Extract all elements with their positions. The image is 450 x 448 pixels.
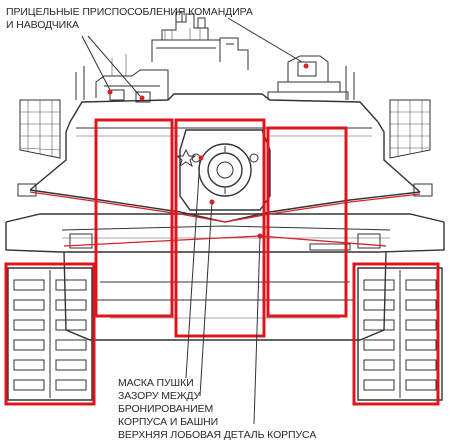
highlight-gun-mantlet-column: [174, 118, 266, 338]
highlight-right-turret-cheek: [266, 126, 348, 318]
armor-highlight-boxes: [4, 118, 440, 406]
callout-leaders: [81, 17, 309, 425]
leader-upper-glacis: [253, 235, 261, 425]
leader-gap: [199, 201, 213, 397]
label-sights-line1: ПРИЦЕЛЬНЫЕ ПРИСПОСОБЛЕНИЯ КОМАНДИРА: [6, 6, 253, 18]
gun-mantlet: [175, 129, 271, 211]
leader-gun-mantlet: [185, 157, 201, 379]
leader-sights-1: [81, 35, 111, 91]
right-track: [357, 267, 443, 401]
highlight-right-track: [352, 262, 440, 406]
turret-body: [19, 54, 431, 223]
label-gap-line1: ЗАЗОРУ МЕЖДУ: [118, 390, 201, 402]
leader-sights-3: [227, 17, 303, 63]
turret-roof-equipment: [95, 11, 349, 103]
label-upper-glacis: ВЕРХНЯЯ ЛОБОВАЯ ДЕТАЛЬ КОРПУСА: [118, 429, 317, 441]
label-gap-line3: КОРПУСА И БАШНИ: [118, 416, 219, 428]
hull: [5, 183, 445, 341]
label-gap-line2: БРОНИРОВАНИЕМ: [118, 403, 214, 415]
highlight-left-track: [4, 262, 96, 406]
label-gun-mantlet: МАСКА ПУШКИ: [118, 377, 194, 389]
leader-sights-2: [87, 35, 141, 97]
left-track: [7, 267, 93, 401]
label-sights-line2: И НАВОДЧИКА: [6, 19, 79, 31]
highlight-left-turret-cheek: [94, 118, 174, 318]
